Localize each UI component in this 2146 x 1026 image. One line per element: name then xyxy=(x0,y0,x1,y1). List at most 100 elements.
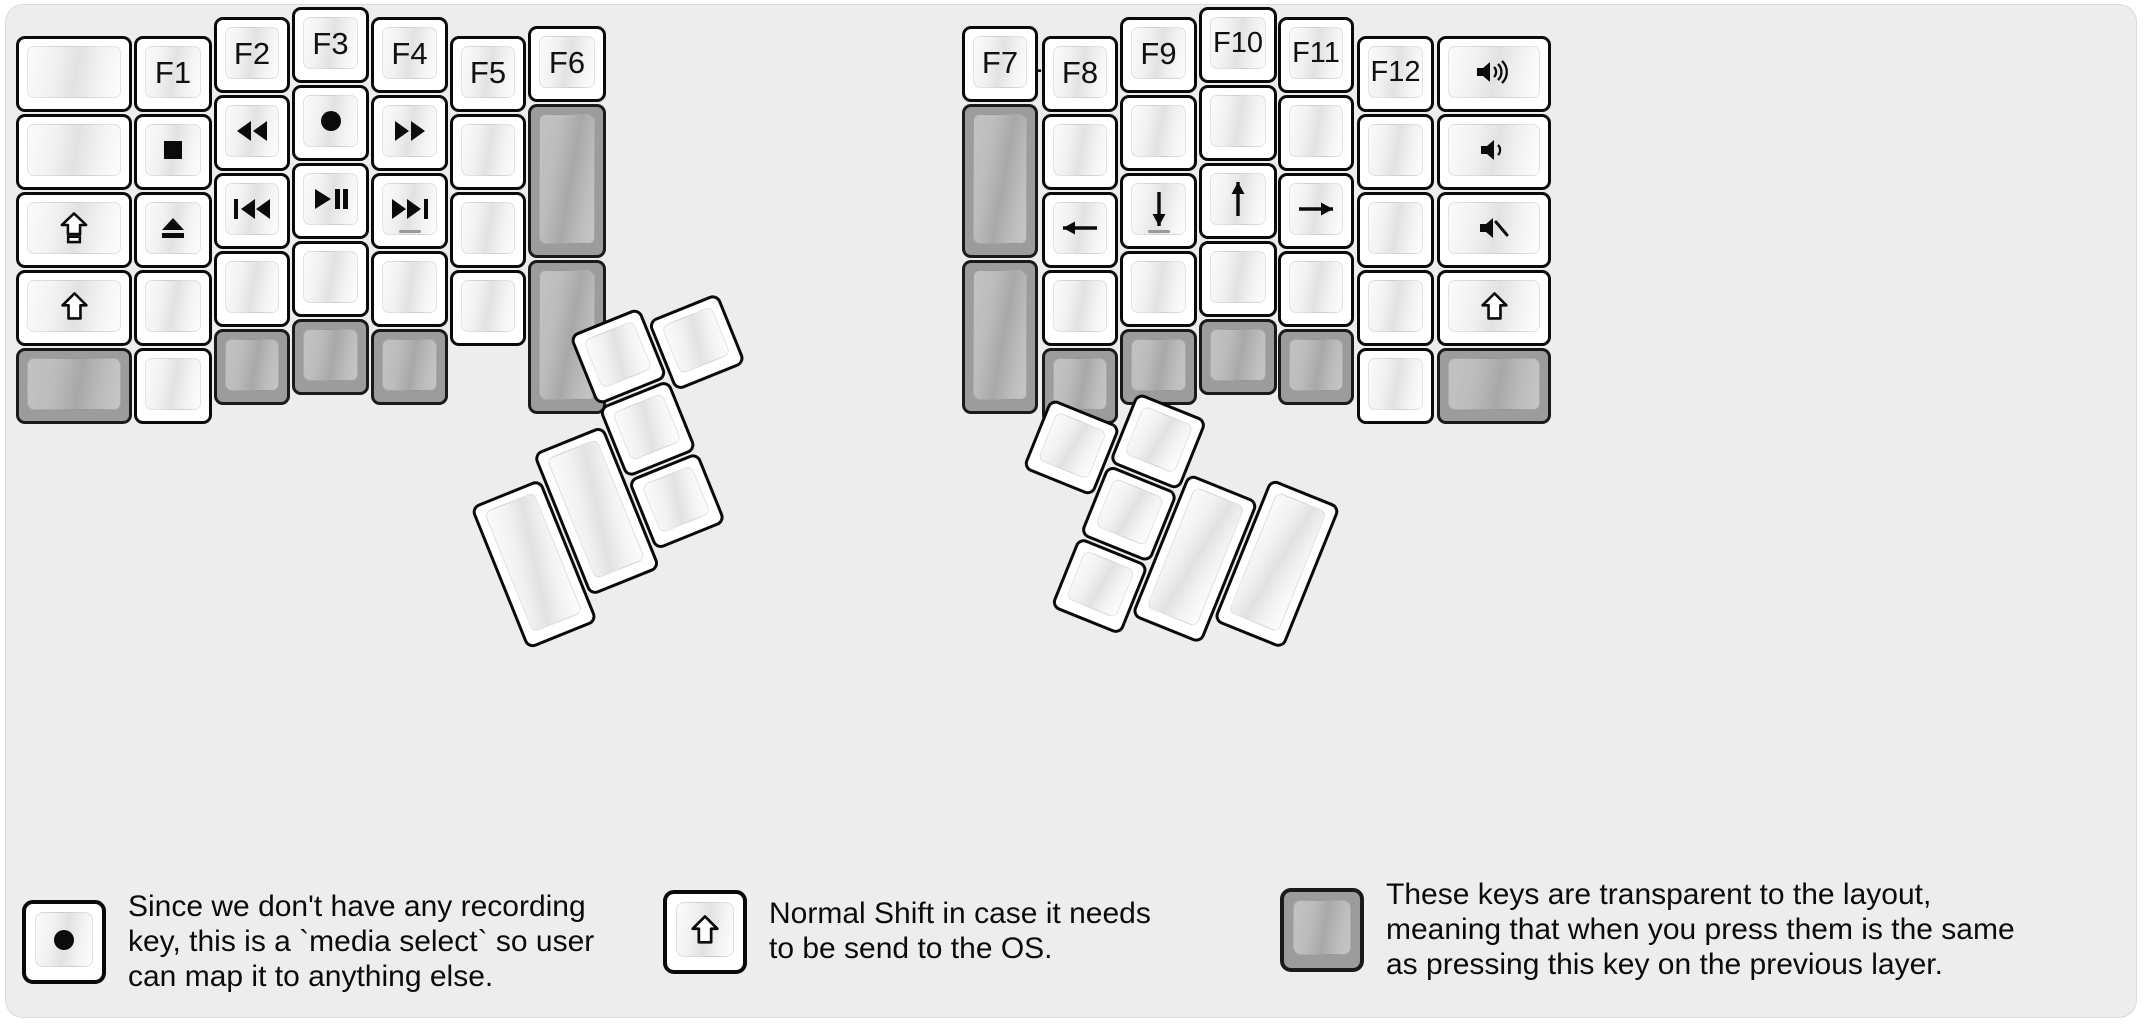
key-blank-10[interactable] xyxy=(450,270,526,346)
key-shift-right[interactable] xyxy=(1437,270,1551,346)
key-blank-22[interactable] xyxy=(1357,348,1434,424)
volume-mute-icon xyxy=(1477,214,1511,242)
key-label: F5 xyxy=(469,54,507,90)
key-capslock[interactable] xyxy=(16,192,132,268)
arrow-left-icon xyxy=(1059,215,1101,241)
legend-key-record xyxy=(22,900,106,985)
key-arrow-down[interactable] xyxy=(1120,173,1197,249)
shift-arrow-icon xyxy=(1480,291,1509,322)
key-transparent-4[interactable] xyxy=(371,329,448,405)
key-blank-6[interactable] xyxy=(292,241,369,317)
key-media-rewind[interactable] xyxy=(214,95,290,171)
key-blank-1[interactable] xyxy=(16,36,132,112)
key-media-ffwd[interactable] xyxy=(371,95,448,171)
key-blank-16[interactable] xyxy=(1199,241,1277,317)
key-label: F12 xyxy=(1370,55,1421,88)
key-arrow-left[interactable] xyxy=(1042,192,1118,268)
key-blank-3[interactable] xyxy=(134,270,212,346)
key-blank-17[interactable] xyxy=(1278,95,1354,171)
legend-item-transparent: These keys are transparent to the layout… xyxy=(1280,878,2015,982)
homing-bump-indicator xyxy=(1147,230,1170,233)
key-volume-down[interactable] xyxy=(1437,114,1551,190)
legend-key-transparent xyxy=(1280,888,1364,973)
key-media-stop[interactable] xyxy=(134,114,212,190)
key-media-eject[interactable] xyxy=(134,192,212,268)
key-blank-14[interactable] xyxy=(1120,251,1197,327)
capslock-icon xyxy=(59,211,89,245)
key-label: F6 xyxy=(548,44,586,80)
arrow-up-icon xyxy=(1225,178,1251,220)
key-label: F8 xyxy=(1061,54,1099,90)
key-blank-15[interactable] xyxy=(1199,85,1277,161)
key-volume-up[interactable] xyxy=(1437,36,1551,112)
key-arrow-right[interactable] xyxy=(1278,173,1354,249)
shift-arrow-icon xyxy=(60,291,89,322)
legend-item-shift: Normal Shift in case it needs to be send… xyxy=(663,890,1151,974)
homing-bump-indicator xyxy=(398,230,421,233)
key-label: F10 xyxy=(1213,26,1263,59)
key-f4[interactable]: F4 xyxy=(371,17,448,93)
key-transparent-8[interactable] xyxy=(962,260,1038,414)
stop-icon xyxy=(160,137,186,163)
key-blank-13[interactable] xyxy=(1120,95,1197,171)
key-label: F2 xyxy=(233,35,271,71)
key-media-playpause[interactable] xyxy=(292,163,369,239)
key-f2[interactable]: F2 xyxy=(214,17,290,93)
key-media-record[interactable] xyxy=(292,85,369,161)
key-transparent-3[interactable] xyxy=(292,319,369,395)
key-f12[interactable]: F12 xyxy=(1357,36,1434,112)
key-f6[interactable]: F6 xyxy=(528,26,606,102)
key-transparent-13[interactable] xyxy=(1437,348,1551,424)
key-transparent-1[interactable] xyxy=(16,348,132,424)
key-blank-12[interactable] xyxy=(1042,270,1118,346)
key-blank-9[interactable] xyxy=(450,192,526,268)
key-transparent-10[interactable] xyxy=(1120,329,1197,405)
key-f3[interactable]: F3 xyxy=(292,7,369,83)
legend-text-transparent: These keys are transparent to the layout… xyxy=(1386,878,2015,981)
key-transparent-12[interactable] xyxy=(1278,329,1354,405)
record-dot-icon xyxy=(316,106,346,136)
rewind-icon xyxy=(233,118,271,144)
fast-forward-icon xyxy=(391,118,429,144)
arrow-right-icon xyxy=(1295,196,1337,222)
key-shift-left[interactable] xyxy=(16,270,132,346)
prev-track-icon xyxy=(231,196,273,222)
key-blank-20[interactable] xyxy=(1357,192,1434,268)
key-transparent-7[interactable] xyxy=(962,104,1038,258)
shift-arrow-icon xyxy=(690,914,720,946)
legend-item-record: Since we don't have any recording key, t… xyxy=(22,890,594,994)
key-f1[interactable]: F1 xyxy=(134,36,212,112)
key-f10[interactable]: F10 xyxy=(1199,7,1277,83)
key-transparent-11[interactable] xyxy=(1199,319,1277,395)
key-media-prev[interactable] xyxy=(214,173,290,249)
key-blank-19[interactable] xyxy=(1357,114,1434,190)
key-f7[interactable]: F7 xyxy=(962,26,1038,102)
key-blank-8[interactable] xyxy=(450,114,526,190)
key-f8[interactable]: F8 xyxy=(1042,36,1118,112)
key-label: F1 xyxy=(154,54,192,90)
key-blank-7[interactable] xyxy=(371,251,448,327)
key-f5[interactable]: F5 xyxy=(450,36,526,112)
key-label: F9 xyxy=(1140,35,1177,71)
key-f9[interactable]: F9 xyxy=(1120,17,1197,93)
key-blank-5[interactable] xyxy=(214,251,290,327)
key-volume-mute[interactable] xyxy=(1437,192,1551,268)
legend-text-shift: Normal Shift in case it needs to be send… xyxy=(769,897,1151,965)
key-blank-11[interactable] xyxy=(1042,114,1118,190)
key-blank-2[interactable] xyxy=(16,114,132,190)
key-blank-18[interactable] xyxy=(1278,251,1354,327)
key-transparent-2[interactable] xyxy=(214,329,290,405)
key-transparent-5[interactable] xyxy=(528,104,606,258)
key-blank-4[interactable] xyxy=(134,348,212,424)
key-f11[interactable]: F11 xyxy=(1278,17,1354,93)
key-arrow-up[interactable] xyxy=(1199,163,1277,239)
record-dot-icon xyxy=(49,925,79,955)
key-label: F7 xyxy=(981,44,1019,80)
eject-icon xyxy=(158,214,188,242)
key-blank-21[interactable] xyxy=(1357,270,1434,346)
volume-down-icon xyxy=(1478,136,1510,164)
next-track-icon xyxy=(389,196,431,222)
legend-text-record: Since we don't have any recording key, t… xyxy=(128,890,595,993)
key-media-next[interactable] xyxy=(371,173,448,249)
